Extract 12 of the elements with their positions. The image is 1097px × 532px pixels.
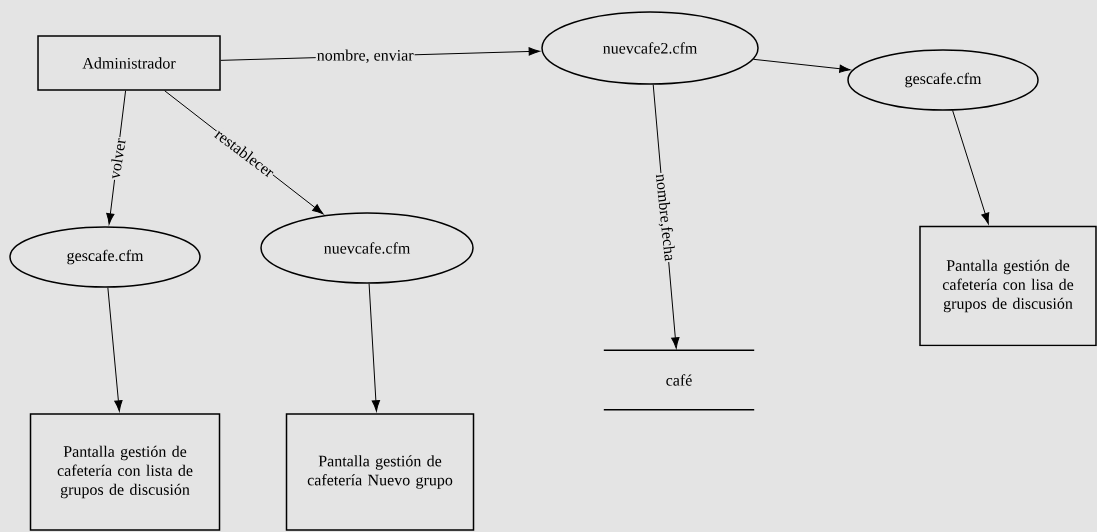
data-store: café [603,349,755,411]
edge-label: nombre,fecha [652,172,678,263]
edge-label: nombre, enviar [315,48,415,64]
arrow [753,58,851,73]
arrow [368,283,381,412]
screen-box: Pantalla gestión de cafetería con lisa de grupos de discusión [919,225,1097,347]
arrow [107,287,123,412]
edge-label: volver [107,136,128,181]
screen-box: Pantalla gestión de cafetería con lista de grupos de discusión [29,413,221,531]
arrow [952,110,990,225]
screen-box: Pantalla gestión de cafetería Nuevo grupo [285,413,475,531]
process-box: Administrador [37,35,221,91]
